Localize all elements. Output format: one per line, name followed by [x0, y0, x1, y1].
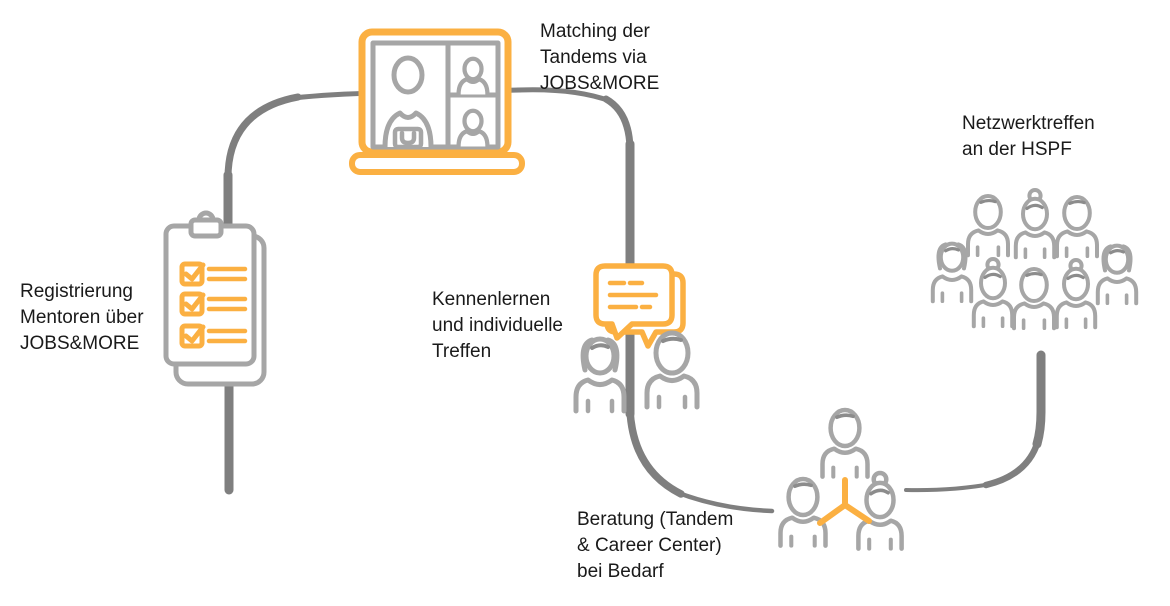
step-label-matching: Matching der Tandems via JOBS&MORE — [540, 21, 660, 94]
step-label-kennenlernen: Kennenlernen und individuelle Treffen — [432, 289, 563, 362]
step-label-beratung: Beratung (Tandem & Career Center) bei Be… — [577, 509, 734, 582]
step-label-netzwerktreffen: Netzwerktreffen an der HSPF — [962, 113, 1095, 160]
clipboard-checklist-icon — [163, 210, 267, 387]
network-crowd-icon — [925, 185, 1140, 350]
step-label-registrierung: Registrierung Mentoren über JOBS&MORE — [20, 281, 144, 354]
speech-bubbles-tandem-icon — [552, 263, 717, 428]
advising-trio-icon — [762, 395, 922, 580]
laptop-video-call-icon — [349, 28, 525, 175]
